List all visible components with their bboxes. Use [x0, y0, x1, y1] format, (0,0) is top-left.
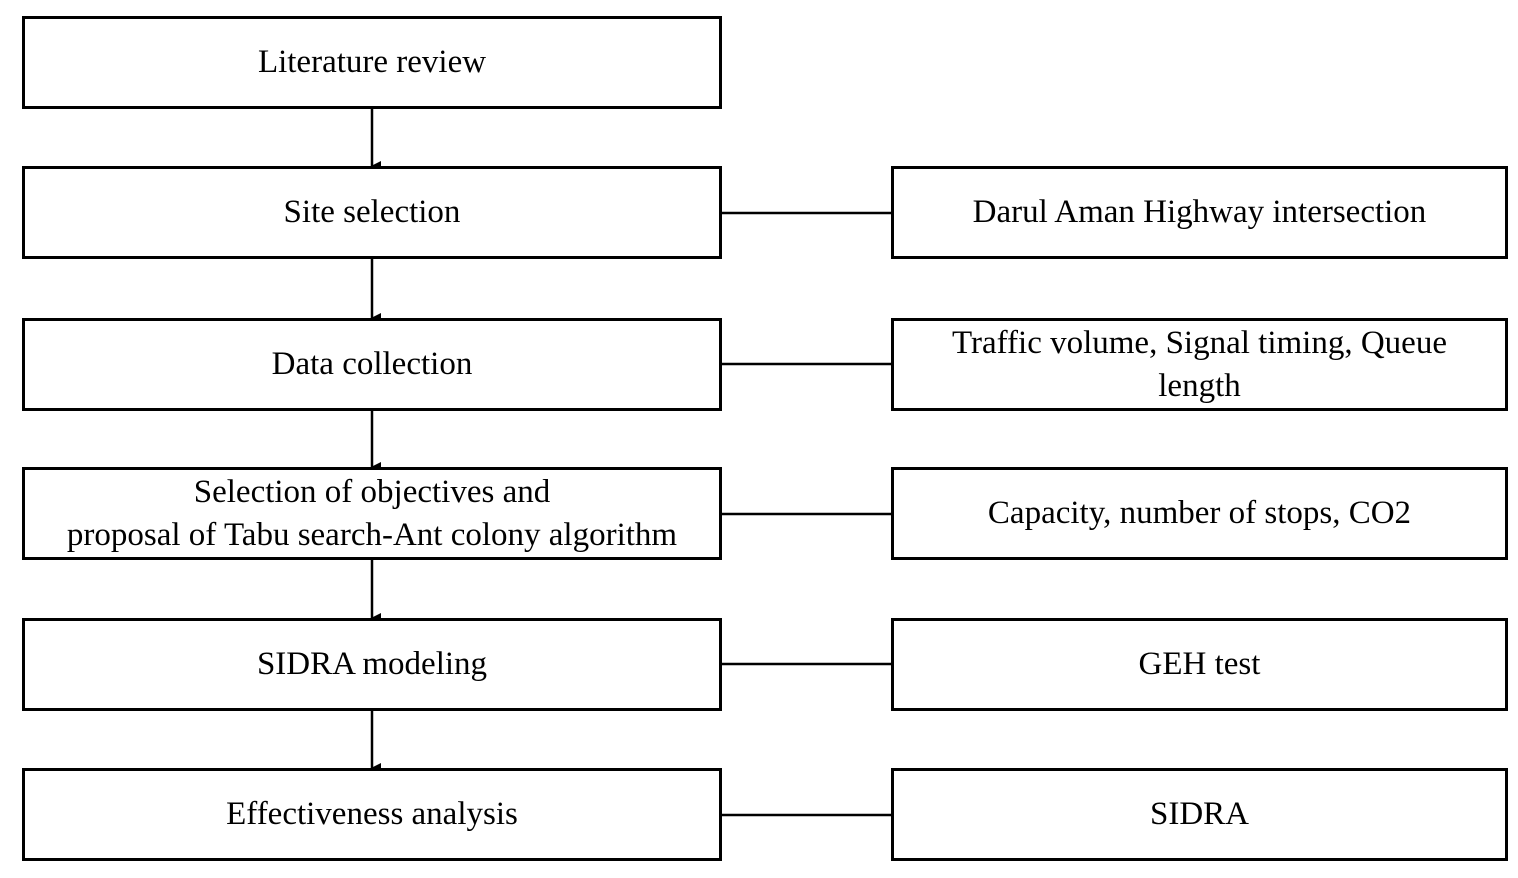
- step-site-selection: Site selection: [22, 166, 722, 259]
- detail-geh-test: GEH test: [891, 618, 1508, 711]
- detail-data: Traffic volume, Signal timing, Queue len…: [891, 318, 1508, 411]
- detail-label: Capacity, number of stops, CO2: [987, 495, 1412, 531]
- detail-site: Darul Aman Highway intersection: [891, 166, 1508, 259]
- step-effectiveness-analysis: Effectiveness analysis: [22, 768, 722, 861]
- detail-label: SIDRA: [1149, 796, 1250, 832]
- detail-label: GEH test: [1138, 646, 1261, 682]
- step-objectives-and-algorithm: Selection of objectives and proposal of …: [22, 467, 722, 560]
- detail-sidra: SIDRA: [891, 768, 1508, 861]
- step-data-collection: Data collection: [22, 318, 722, 411]
- detail-label: Darul Aman Highway intersection: [972, 194, 1427, 230]
- step-label: SIDRA modeling: [256, 646, 488, 682]
- detail-label: Traffic volume, Signal timing, Queue len…: [952, 324, 1447, 404]
- step-label: Data collection: [271, 346, 473, 382]
- step-label: Effectiveness analysis: [226, 796, 518, 832]
- step-label: Site selection: [283, 194, 461, 230]
- step-sidra-modeling: SIDRA modeling: [22, 618, 722, 711]
- detail-objectives: Capacity, number of stops, CO2: [891, 467, 1508, 560]
- step-literature-review: Literature review: [22, 16, 722, 109]
- step-label: Literature review: [257, 44, 487, 80]
- step-label: Selection of objectives and proposal of …: [66, 473, 678, 553]
